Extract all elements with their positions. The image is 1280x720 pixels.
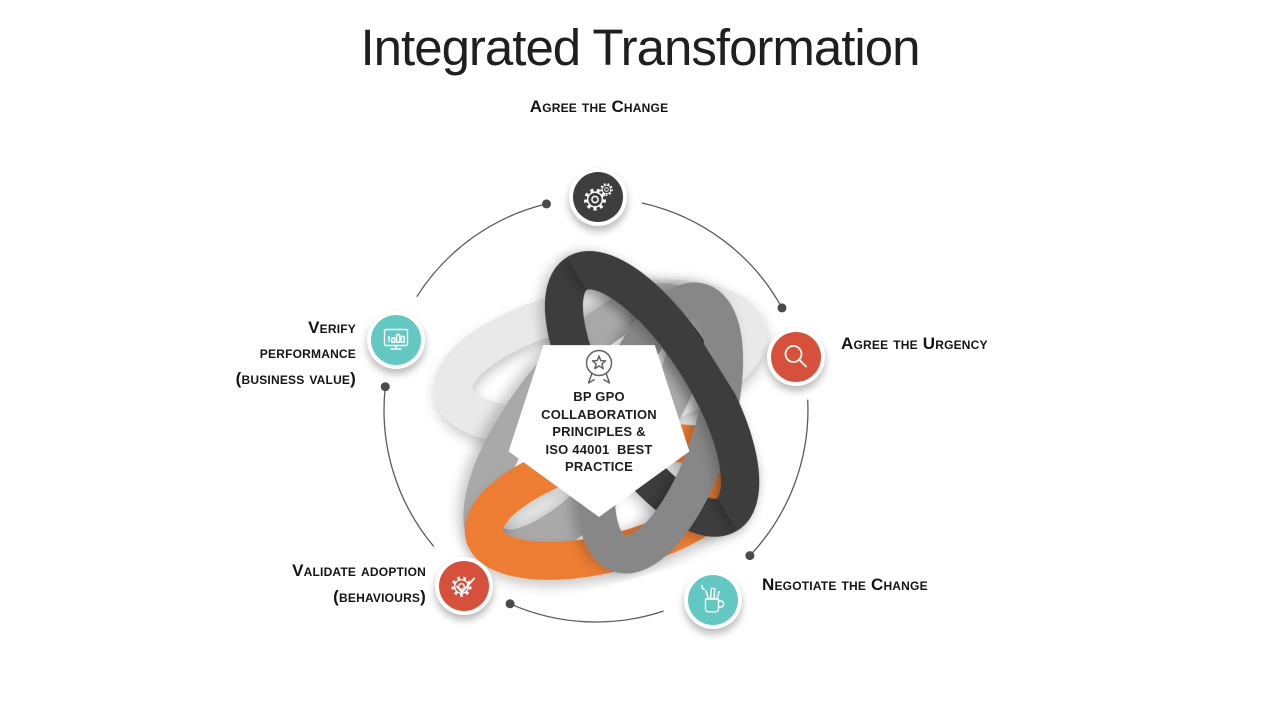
connector-arc [641, 202, 783, 309]
connector-arc [416, 203, 547, 298]
center-badge-line: BP GPO [573, 389, 625, 404]
pencil-cup-icon [701, 584, 725, 613]
knot-ring-dark-gray-over [566, 251, 760, 531]
connector-dot [380, 382, 390, 392]
gears-icon [584, 183, 613, 211]
label-verify-performance: Verify performance (business value) [236, 315, 356, 391]
page-title: Integrated Transformation [360, 19, 921, 76]
connector-dot [777, 303, 787, 313]
gear-check-icon [451, 576, 475, 597]
connector-dot [542, 199, 551, 209]
label-agree-the-change: Agree the Change [530, 97, 669, 117]
label-line: Agree the Urgency [841, 334, 988, 353]
connector-arcs [380, 199, 809, 623]
node-circle [573, 172, 623, 222]
connector-arc [383, 386, 435, 547]
center-badge-line: PRINCIPLES & [552, 424, 646, 439]
monitor-chart-icon [383, 328, 409, 350]
magnifier-icon [784, 345, 807, 368]
node-circle [439, 561, 489, 611]
connector-dot [745, 551, 755, 561]
label-line: (behaviours) [333, 587, 426, 606]
label-line: Negotiate the Change [762, 575, 928, 594]
label-agree-the-urgency: Agree the Urgency [841, 334, 988, 354]
connector-dot [505, 599, 515, 609]
label-line: Agree the Change [529, 97, 669, 116]
label-line: Validate adoption [292, 561, 426, 580]
node-circle [371, 315, 421, 365]
center-badge-line: ISO 44001 BEST [545, 441, 653, 457]
center-badge: BP GPO COLLABORATION PRINCIPLES & ISO 44… [514, 346, 684, 476]
node-validate-adoption [435, 557, 493, 615]
center-badge-line: PRACTICE [564, 459, 634, 474]
label-negotiate-the-change: Negotiate the Change [762, 575, 928, 595]
label-line: (business value) [235, 368, 356, 388]
connector-arc [749, 399, 809, 557]
node-verify-performance [367, 311, 425, 369]
award-icon [585, 349, 613, 384]
knot-graphic [433, 251, 767, 580]
node-agree-the-urgency [767, 328, 825, 386]
knot-center-pentagon [508, 345, 690, 517]
node-circle [688, 575, 738, 625]
label-validate-adoption: Validate adoption (behaviours) [292, 558, 426, 610]
node-negotiate-the-change [684, 571, 742, 629]
center-badge-line: COLLABORATION [541, 406, 657, 422]
node-circle [771, 332, 821, 382]
node-agree-the-change [569, 168, 627, 226]
label-line: Verify [308, 318, 356, 337]
label-line: performance [259, 343, 356, 363]
connector-arc [509, 603, 664, 623]
